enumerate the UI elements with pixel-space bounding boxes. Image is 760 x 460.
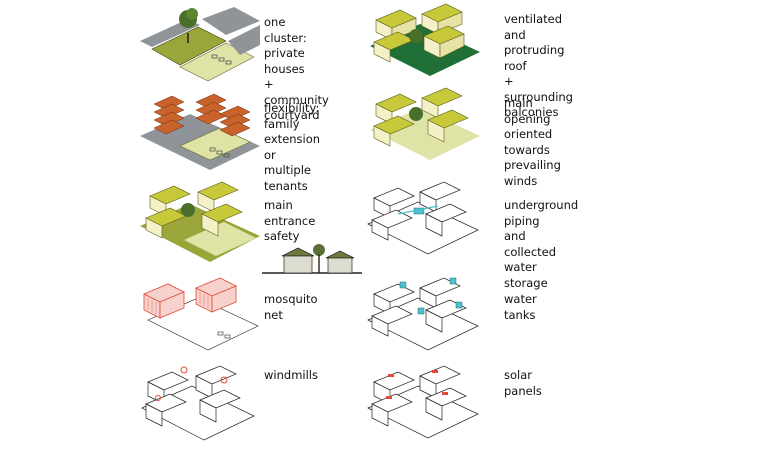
tanks-diagram [367,277,479,351]
panel-tanks-label: water tanks [504,292,537,322]
panel-piping-label: underground piping and collected water s… [504,198,579,290]
opening-diagram [370,87,480,160]
piping-diagram [367,181,479,255]
mosquito-diagram [143,277,259,351]
panel-ventilated-label: ventilated and protruding roof + surroun… [504,12,573,119]
ventilated-diagram [370,3,480,76]
panel-solar-label: solar panels [504,368,542,398]
cluster-diagram [140,7,260,82]
windmills-diagram [141,365,255,441]
entrance-diagram [140,181,260,262]
panel-entrance-label: main entrance safety [264,198,316,243]
panel-windmills-label: windmills [264,368,318,382]
solar-diagram [367,365,479,439]
panel-opening-label: main opening oriented towards prevailing… [504,96,561,188]
panel-flexibility-label: flexibility: family extension or multipl… [264,101,321,193]
panel-cluster-label: one cluster: private houses + community … [264,15,329,122]
panel-mosquito-label: mosquito net [264,292,318,322]
flexibility-diagram [140,93,260,170]
street-elevation-sketch [262,244,362,274]
